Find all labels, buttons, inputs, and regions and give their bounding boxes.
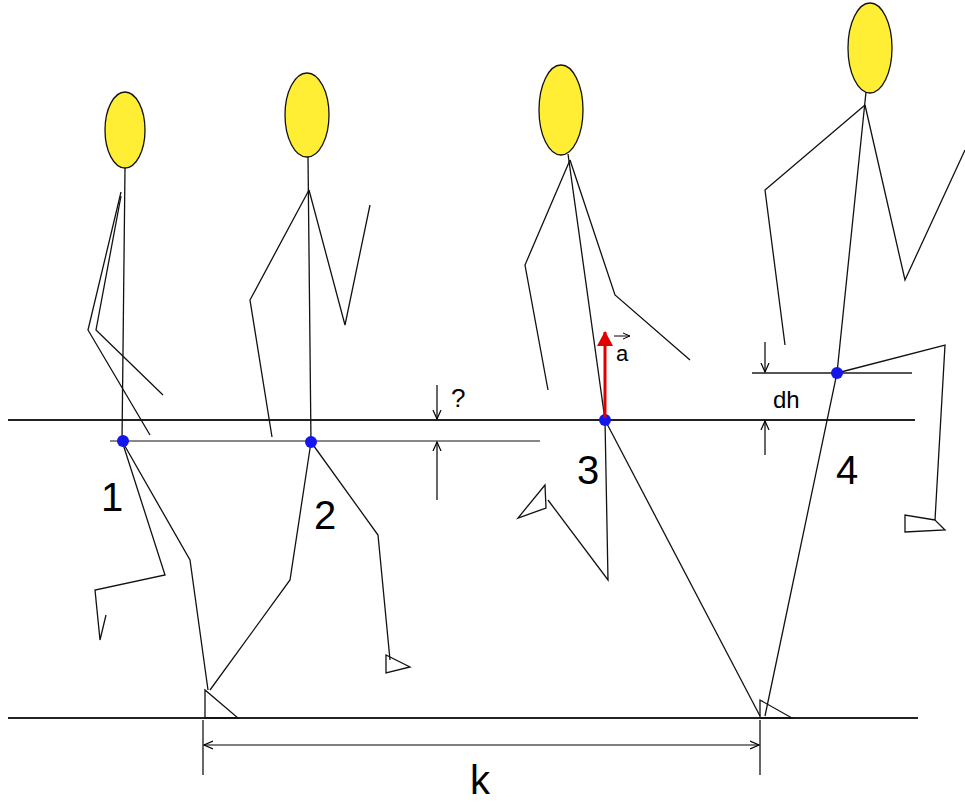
acceleration-arrow (604, 332, 607, 418)
point-number: 4 (836, 450, 858, 490)
center-of-mass-dots (117, 367, 843, 448)
point-number: 3 (577, 450, 599, 490)
runner-figures (88, 92, 965, 718)
point-number: 1 (101, 477, 123, 517)
dimension-label: ? (451, 385, 465, 411)
vector-mark (614, 336, 630, 337)
vector-label: a (616, 343, 628, 365)
dimension-lines (203, 342, 765, 775)
point-number: 2 (314, 495, 336, 535)
dimension-label: k (470, 760, 490, 800)
heads (105, 3, 892, 168)
dimension-label: dh (773, 388, 800, 412)
